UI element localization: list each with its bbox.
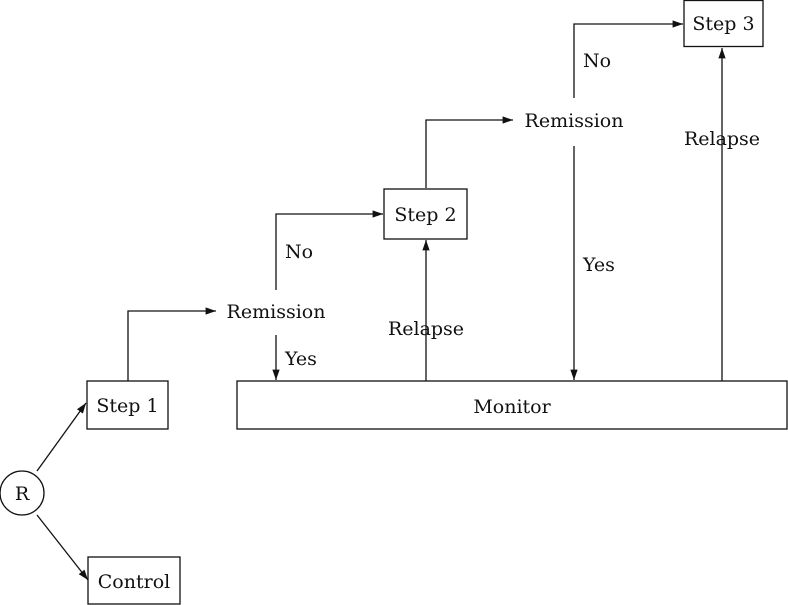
step3-node: Step 3 (683, 0, 764, 48)
edge-r-to-control (36, 514, 89, 581)
yes-label-1: Yes (284, 348, 317, 370)
edge-remission1-no-to-step2 (275, 210, 383, 290)
control-label: Control (98, 571, 170, 593)
edge-remission2-no-to-step3 (573, 20, 683, 98)
remission1-label: Remission (227, 301, 326, 323)
monitor-node: Monitor (236, 380, 788, 430)
step1-label: Step 1 (96, 395, 158, 417)
edge-r-to-step1 (36, 402, 87, 472)
relapse-label-2: Relapse (684, 128, 760, 150)
no-label-2: No (583, 50, 611, 72)
step2-node: Step 2 (383, 188, 468, 240)
control-node: Control (87, 556, 181, 605)
step1-node: Step 1 (86, 380, 169, 430)
edge-step2-to-remission2 (425, 116, 513, 188)
remission2-label: Remission (525, 110, 624, 132)
monitor-label: Monitor (473, 396, 551, 418)
step3-label: Step 3 (692, 13, 754, 35)
step2-label: Step 2 (394, 204, 456, 226)
relapse-label-1: Relapse (388, 318, 464, 340)
no-label-1: No (285, 241, 313, 263)
edge-step1-to-remission1 (127, 307, 216, 381)
yes-label-2: Yes (582, 254, 615, 276)
randomization-node: R (0, 470, 45, 516)
randomization-label: R (15, 483, 30, 505)
